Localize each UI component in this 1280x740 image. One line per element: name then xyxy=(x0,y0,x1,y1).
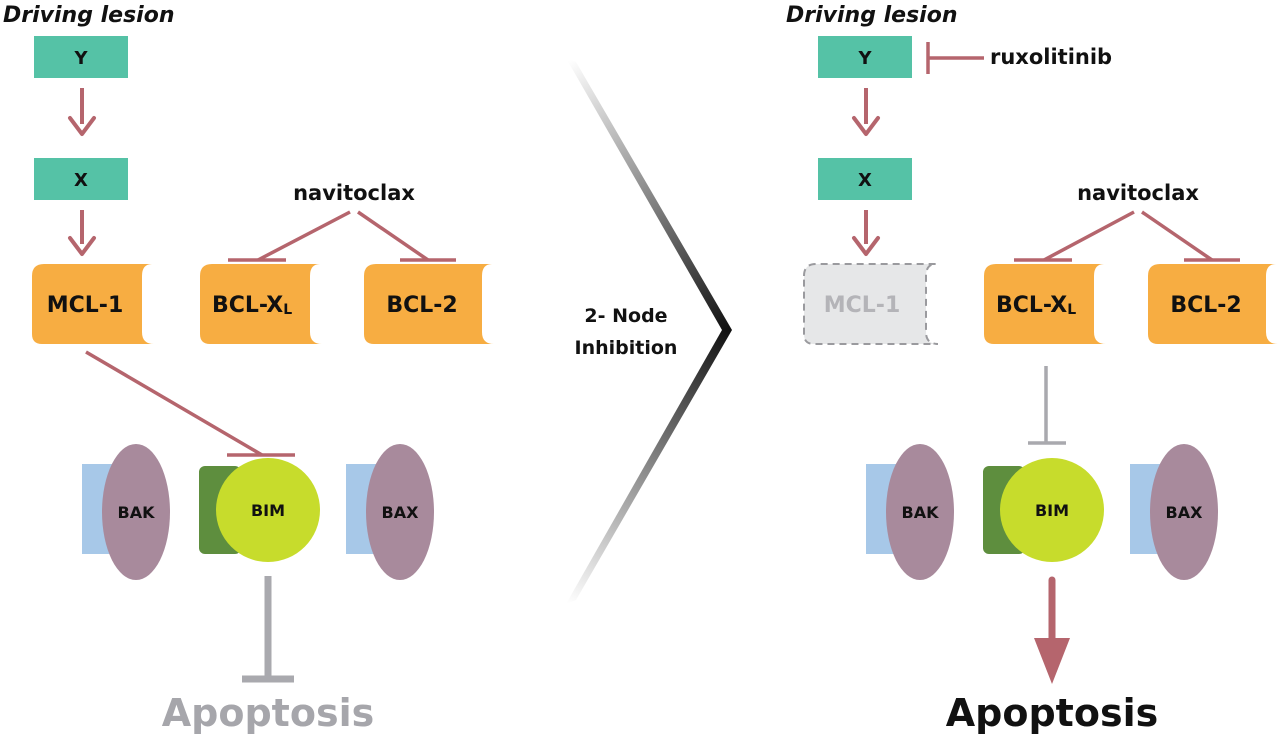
left-bim-label: BIM xyxy=(251,501,285,520)
left-node-x xyxy=(34,158,128,200)
right-apoptosis-label: Apoptosis xyxy=(946,691,1158,735)
right-ruxolitinib-label: ruxolitinib xyxy=(990,45,1112,69)
right-mcl1-node-inactive xyxy=(803,263,939,345)
left-mcl1-label: MCL-1 xyxy=(47,293,124,318)
right-bcl2-node xyxy=(1148,264,1278,344)
left-mcl1-inhibits-bim xyxy=(85,350,295,457)
right-bax-label: BAX xyxy=(1166,503,1204,522)
left-driving-lesion-label: Driving lesion xyxy=(3,3,174,28)
right-ruxolitinib-inhibits-y xyxy=(926,42,984,74)
right-navitoclax-inhibition-lines xyxy=(1014,210,1240,262)
left-node-x-label: X xyxy=(74,170,88,191)
right-node-x xyxy=(818,158,912,200)
left-bim-blocked-apoptosis xyxy=(242,576,294,683)
right-bclxl-node xyxy=(984,264,1106,344)
left-bcl2-label: BCL-2 xyxy=(386,293,457,318)
right-bax-node xyxy=(1150,444,1218,580)
chevron-lower-stroke xyxy=(566,330,732,604)
right-panel: Driving lesion Y ruxolitinib X MCL-1 BCL… xyxy=(786,3,1278,735)
left-node-y xyxy=(34,36,128,78)
right-bim-label: BIM xyxy=(1035,501,1069,520)
transition-chevron: 2- Node Inhibition xyxy=(566,58,732,604)
right-node-x-label: X xyxy=(858,170,872,191)
left-navitoclax-inhibition-lines xyxy=(228,210,456,262)
right-node-y-label: Y xyxy=(857,48,872,69)
chevron-upper-stroke xyxy=(566,58,732,330)
left-bax-label: BAX xyxy=(382,503,420,522)
right-bclxl-blocked-inhibition xyxy=(1028,366,1066,445)
left-bclxl-node xyxy=(200,264,322,344)
right-arrow-y-to-x xyxy=(852,88,880,136)
right-mcl1-label: MCL-1 xyxy=(824,293,901,318)
left-arrow-y-to-x xyxy=(68,88,96,136)
transition-label-line1: 2- Node xyxy=(584,305,667,327)
left-navitoclax-label: navitoclax xyxy=(293,181,415,205)
right-arrow-x-to-mcl1 xyxy=(852,210,880,256)
left-node-y-label: Y xyxy=(73,48,88,69)
left-bim-node xyxy=(216,458,320,562)
left-bcl2-node xyxy=(364,264,494,344)
left-bak-label: BAK xyxy=(118,503,156,522)
left-mcl1-node xyxy=(32,264,154,344)
left-arrow-x-to-mcl1 xyxy=(68,210,96,256)
right-driving-lesion-label: Driving lesion xyxy=(786,3,957,28)
right-bak-label: BAK xyxy=(902,503,940,522)
left-apoptosis-label: Apoptosis xyxy=(162,691,374,735)
transition-label-line2: Inhibition xyxy=(575,337,678,359)
left-bclxl-label: BCL-XL xyxy=(212,293,292,318)
right-node-y xyxy=(818,36,912,78)
right-bclxl-label: BCL-XL xyxy=(996,293,1076,318)
left-bax-node xyxy=(366,444,434,580)
right-bim-node xyxy=(1000,458,1104,562)
right-navitoclax-label: navitoclax xyxy=(1077,181,1199,205)
right-bim-to-apoptosis-arrow xyxy=(1034,576,1070,684)
left-panel: Driving lesion Y X MCL-1 BCL-XL BCL-2 na… xyxy=(3,3,494,735)
right-bcl2-label: BCL-2 xyxy=(1170,293,1241,318)
left-bak-node xyxy=(102,444,170,580)
right-bak-node xyxy=(886,444,954,580)
